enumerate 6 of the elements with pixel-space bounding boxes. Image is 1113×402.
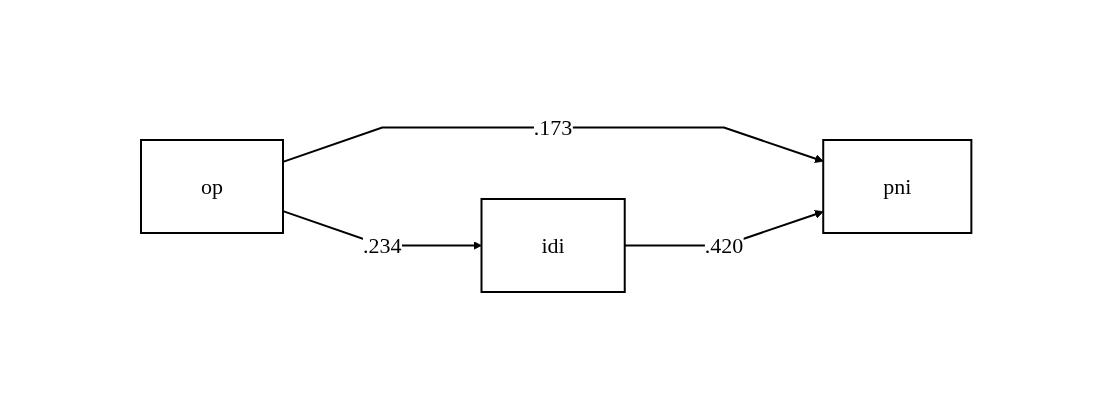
- edge-label: .234: [363, 232, 402, 258]
- node-box: idi: [480, 197, 627, 293]
- edge-label: .173: [534, 114, 573, 140]
- node-box: op: [140, 138, 285, 234]
- edge-label: .420: [705, 232, 744, 258]
- node-box: pni: [822, 138, 973, 234]
